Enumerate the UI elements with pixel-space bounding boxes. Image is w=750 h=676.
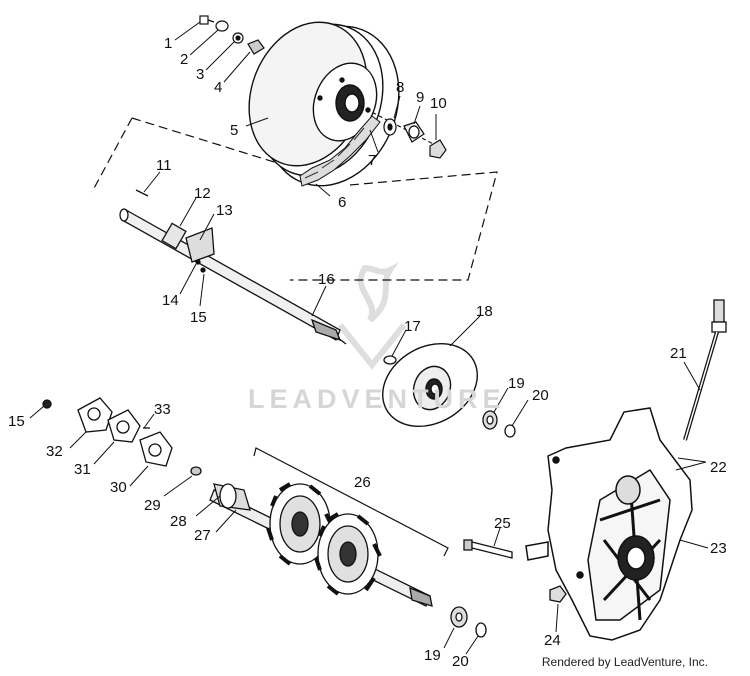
callout-19b: 19 [424,647,441,664]
housing-nut [549,585,567,603]
callout-3: 3 [196,66,204,83]
callout-10: 10 [430,95,447,112]
housing-bolt [463,539,513,559]
callout-31: 31 [74,461,91,478]
callout-9: 9 [416,89,424,106]
callout-15: 15 [190,309,207,326]
callout-20: 20 [532,387,549,404]
drive-chain [299,115,381,187]
chaincase-housing [525,407,693,641]
drive-sprocket-2 [314,512,382,596]
callout-19: 19 [508,375,525,392]
callout-25: 25 [494,515,511,532]
callout-7: 7 [368,152,376,169]
callout-5: 5 [230,122,238,139]
assembly-bracket-26 [253,447,449,557]
dipstick [683,299,727,441]
lower-washers [450,606,487,638]
pulley-retainer-hardware [359,105,447,159]
callout-18: 18 [476,303,493,320]
drive-sprocket-1 [266,482,334,566]
watermark-text: LEADVENTURE [248,384,506,414]
callout-20b: 20 [452,653,469,670]
driven-sheave [382,342,478,428]
callout-12: 12 [194,185,211,202]
callout-28: 28 [170,513,187,530]
callout-6: 6 [338,194,346,211]
callout-1: 1 [164,35,172,52]
footer-credit: Rendered by LeadVenture, Inc. [541,655,708,669]
callout-14: 14 [162,292,179,309]
callout-32: 32 [46,443,63,460]
callout-22: 22 [710,459,727,476]
callout-23: 23 [710,540,727,557]
callout-4: 4 [214,79,222,96]
jackshaft [119,189,347,345]
callout-2: 2 [180,51,188,68]
sheave-washers [383,355,516,438]
pulley-hardware [199,15,265,55]
callout-13: 13 [216,202,233,219]
drive-shaft-assembly [209,482,433,607]
bearing-flange-stack [42,397,202,476]
callout-15b: 15 [8,413,25,430]
callout-29: 29 [144,497,161,514]
callout-26: 26 [354,474,371,491]
callout-33: 33 [154,401,171,418]
callout-17: 17 [404,318,421,335]
leader-lines [29,21,709,655]
callout-16: 16 [318,271,335,288]
assembly-boundary [91,117,498,281]
callout-8: 8 [396,79,404,96]
callout-24: 24 [544,632,561,649]
callout-21: 21 [670,345,687,362]
callout-labels: 1 2 3 4 5 6 7 8 9 10 11 12 13 14 15 16 1… [8,35,727,670]
callout-27: 27 [194,527,211,544]
callout-11: 11 [156,157,172,174]
callout-30: 30 [110,479,127,496]
secondary-pulley [248,21,400,187]
watermark-logo [337,262,407,370]
